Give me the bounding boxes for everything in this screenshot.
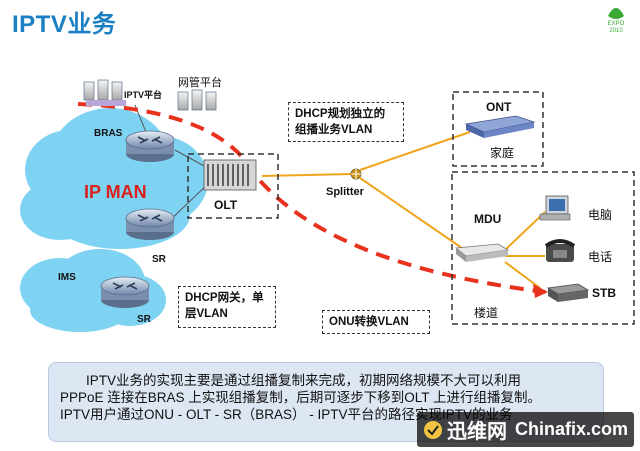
- ont-box: [452, 91, 544, 167]
- dhcp-vlan-line-1: DHCP规划独立的: [295, 108, 386, 120]
- label-bras: BRAS: [94, 128, 123, 139]
- label-phone: 电话: [588, 250, 613, 264]
- label-pc: 电脑: [588, 208, 613, 222]
- logo-sub-text: 2010: [609, 28, 623, 34]
- phone-icon: [544, 239, 576, 262]
- olt-chassis-icon: [203, 159, 257, 191]
- label-ims: IMS: [58, 272, 76, 283]
- label-olt: OLT: [214, 198, 238, 212]
- dhcp-vlan-line-2: 组播业务VLAN: [295, 124, 373, 136]
- label-home: 家庭: [490, 146, 515, 160]
- label-ont: ONT: [486, 100, 512, 114]
- router-icon: [100, 276, 150, 308]
- iptv-platform-servers: [83, 79, 126, 106]
- ont-device-icon: [464, 115, 536, 138]
- onu-vlan-box: ONU转换VLAN: [322, 310, 430, 334]
- note-line-1: IPTV业务的实现主要是通过组播复制来完成，初期网络规模不大可以利用: [86, 373, 522, 388]
- label-iptv-platform: IPTV平台: [124, 90, 163, 100]
- ip-man-cloud: [20, 108, 208, 249]
- note-line-3: IPTV用户通过ONU - OLT - SR（BRAS） - IPTV平台的路径…: [60, 407, 513, 422]
- pc-icon: [539, 195, 571, 221]
- mdu-device-icon: [454, 243, 510, 262]
- note-text: IPTV业务的实现主要是通过组播复制来完成，初期网络规模不大可以利用 PPPoE…: [60, 372, 600, 423]
- logo-top-text: EXPO: [608, 21, 625, 27]
- dhcp-vlan-box: DHCP规划独立的 组播业务VLAN: [288, 102, 404, 142]
- router-icon: [125, 130, 175, 162]
- olt-box: [187, 153, 279, 219]
- splitter-icon: [350, 168, 362, 180]
- expo-logo: EXPO 2010: [598, 2, 634, 34]
- onu-vlan-text: ONU转换VLAN: [329, 316, 409, 328]
- fiber-links: [261, 131, 546, 289]
- label-stb: STB: [592, 286, 616, 300]
- stb-device-icon: [546, 283, 590, 302]
- watermark: 迅维网 Chinafix.com: [416, 412, 634, 447]
- label-ip-man: IP MAN: [84, 182, 147, 202]
- network-diagram: [20, 79, 635, 332]
- watermark-en: Chinafix.com: [514, 419, 628, 439]
- multicast-path: [77, 102, 546, 294]
- building-box: [451, 171, 635, 325]
- multicast-arrow: [533, 284, 548, 298]
- label-nms-platform: 网管平台: [178, 77, 222, 89]
- label-mdu: MDU: [474, 212, 502, 226]
- watermark-logo-icon: [423, 420, 442, 439]
- router-icon: [125, 208, 175, 240]
- watermark-cn: 迅维网: [446, 421, 507, 443]
- dhcp-gateway-box: DHCP网关，单 层VLAN: [178, 286, 276, 328]
- label-sr-top: SR: [152, 254, 166, 265]
- nms-platform-servers: [177, 89, 217, 111]
- note-line-2: PPPoE 连接在BRAS 上实现组播复制，后期可逐步下移到OLT 上进行组播复…: [60, 390, 542, 405]
- dhcp-gateway-line-2: 层VLAN: [185, 308, 228, 320]
- label-splitter: Splitter: [326, 186, 364, 198]
- page-title: IPTV业务: [12, 11, 117, 38]
- label-sr-bottom: SR: [137, 314, 151, 325]
- label-building: 楼道: [474, 306, 499, 320]
- dhcp-gateway-line-1: DHCP网关，单: [185, 292, 264, 304]
